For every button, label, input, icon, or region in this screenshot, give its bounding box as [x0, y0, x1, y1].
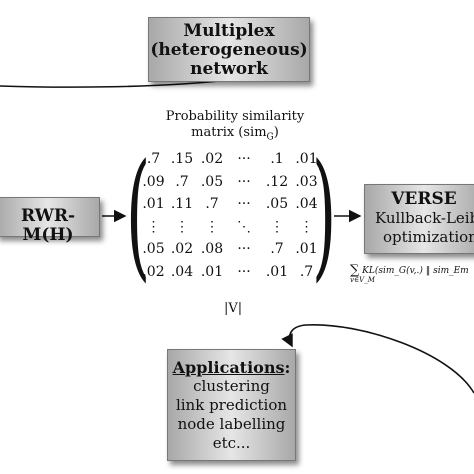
- multiplex-subtitle: (heterogeneous): [150, 40, 308, 60]
- matrix-cell: ⋮: [270, 218, 284, 235]
- matrix-cell: ⋮: [299, 218, 314, 235]
- matrix-cell: .01: [200, 263, 224, 280]
- multiplex-network-label: network: [190, 59, 268, 79]
- matrix-cell: .02: [170, 241, 194, 258]
- matrix-cell: .04: [170, 263, 194, 280]
- matrix-title: Probability similarity matrix (simG): [150, 109, 320, 146]
- matrix-row: .05 .02 .08 ··· .7 .01: [140, 238, 320, 261]
- matrix-cell: ⋱: [237, 218, 251, 235]
- sum-subscript: v∈V_M: [350, 276, 375, 284]
- applications-title: Applications:: [172, 358, 291, 377]
- matrix-cell: ⋮: [175, 218, 189, 235]
- matrix-left-paren: (: [126, 134, 151, 295]
- matrix-cell: ···: [237, 173, 251, 190]
- application-item: node labelling: [177, 415, 286, 433]
- applications-box: Applications: clustering link prediction…: [167, 349, 296, 461]
- sum-symbol: ∑: [350, 263, 360, 278]
- multiplex-title: Multiplex: [183, 21, 275, 41]
- kl-expression: KL(sim_G(v,.) ‖ sim_Em: [362, 266, 469, 276]
- matrix-cell: .7: [175, 173, 189, 190]
- matrix-cell: .7: [299, 263, 314, 280]
- matrix-cell: .12: [265, 173, 289, 190]
- matrix-cell: .15: [170, 151, 194, 168]
- matrix-cell: .11: [170, 196, 194, 213]
- matrix-cell: ···: [237, 241, 251, 258]
- application-item: etc...: [212, 434, 251, 452]
- verse-title: VERSE: [391, 189, 457, 209]
- matrix-cell: .05: [200, 173, 224, 190]
- matrix-cell: .04: [295, 196, 318, 213]
- matrix-right-paren: ): [312, 134, 337, 295]
- matrix-cell: .1: [270, 151, 284, 168]
- matrix-row: .01 .11 .7 ··· .05 .04: [140, 193, 320, 216]
- similarity-matrix: ( ) .7 .15 .02 ··· .1 .01 .09 .7 .05 ··· .12 .03 .01…: [124, 134, 337, 295]
- matrix-cell: .01: [295, 241, 318, 258]
- matrix-row: .02 .04 .01 ··· .01 .7: [140, 261, 320, 284]
- matrix-cell: ⋮: [146, 218, 161, 235]
- matrix-cell: .01: [295, 151, 318, 168]
- matrix-row: .7 .15 .02 ··· .1 .01: [140, 148, 320, 171]
- application-item: clustering: [193, 377, 270, 395]
- matrix-cell: .7: [270, 241, 284, 258]
- matrix-cell: ···: [237, 151, 251, 168]
- matrix-cell: .01: [142, 196, 165, 213]
- dimension-label: |V|: [224, 301, 243, 316]
- verse-line1: Kullback-Leibler: [375, 209, 474, 227]
- verse-line2: optimization: [383, 228, 474, 246]
- matrix-cell: ···: [237, 196, 251, 213]
- rwr-box: RWR-M(H): [0, 197, 100, 244]
- matrix-grid: .7 .15 .02 ··· .1 .01 .09 .7 .05 ··· .12 .03 .01 .11.…: [140, 148, 320, 283]
- matrix-cell: ⋮: [205, 218, 219, 235]
- verse-box: VERSE Kullback-Leibler optimization: [364, 184, 474, 254]
- multiplex-network-box: Multiplex (heterogeneous) network: [148, 17, 310, 82]
- matrix-cell: .02: [142, 263, 165, 280]
- matrix-title-line1: Probability similarity: [165, 109, 305, 124]
- rwr-label: RWR-M(H): [20, 206, 76, 245]
- matrix-row: .09 .7 .05 ··· .12 .03: [140, 171, 320, 194]
- matrix-cell: .01: [265, 263, 289, 280]
- kl-formula: ∑ v∈V_M KL(sim_G(v,.) ‖ sim_Em: [350, 262, 469, 284]
- verse-to-applications-curve: [281, 324, 474, 394]
- multiplex-to-rwr-curve: [0, 79, 229, 88]
- application-item: link prediction: [175, 396, 288, 414]
- matrix-cell: .05: [265, 196, 289, 213]
- matrix-row: ⋮ ⋮ ⋮ ⋱ ⋮ ⋮: [140, 216, 320, 239]
- matrix-cell: .05: [142, 241, 165, 258]
- matrix-cell: .7: [146, 151, 161, 168]
- matrix-cell: .03: [295, 173, 318, 190]
- matrix-title-line2: matrix (simG): [191, 125, 279, 143]
- matrix-cell: .7: [205, 196, 219, 213]
- matrix-cell: .08: [200, 241, 224, 258]
- matrix-cell: .02: [200, 151, 224, 168]
- matrix-cell: .09: [142, 173, 165, 190]
- matrix-cell: ···: [237, 263, 251, 280]
